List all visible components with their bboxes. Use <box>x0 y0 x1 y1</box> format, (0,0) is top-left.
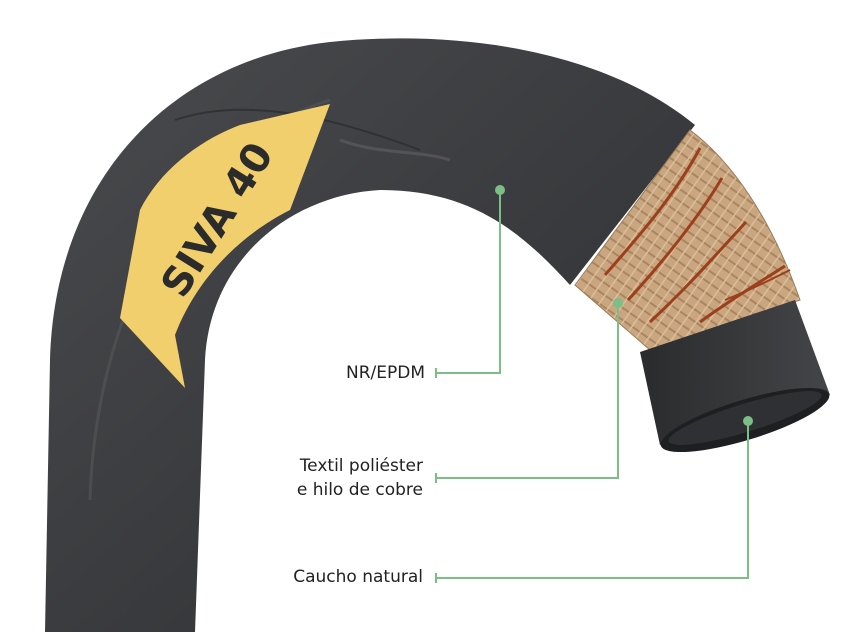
textile-layer <box>574 129 801 351</box>
callout-line-rubber <box>435 421 749 583</box>
callout-line-nr <box>435 190 501 378</box>
callout-textile-line1: Textil poliéster <box>299 456 423 476</box>
callout-dot-nr <box>495 185 505 195</box>
callout-line-textile <box>435 303 619 483</box>
callout-textile-line2: e hilo de cobre <box>296 480 423 500</box>
callout-dot-textile <box>613 298 623 308</box>
callout-label-nr: NR/EPDM <box>346 361 425 385</box>
callout-nr-text: NR/EPDM <box>345 363 425 383</box>
callout-dot-rubber <box>743 416 753 426</box>
callout-lines <box>435 185 753 583</box>
callout-rubber-text: Caucho natural <box>293 567 423 587</box>
callout-label-textile: Textil poliéster e hilo de cobre <box>297 454 423 502</box>
callout-label-rubber: Caucho natural <box>293 565 423 589</box>
